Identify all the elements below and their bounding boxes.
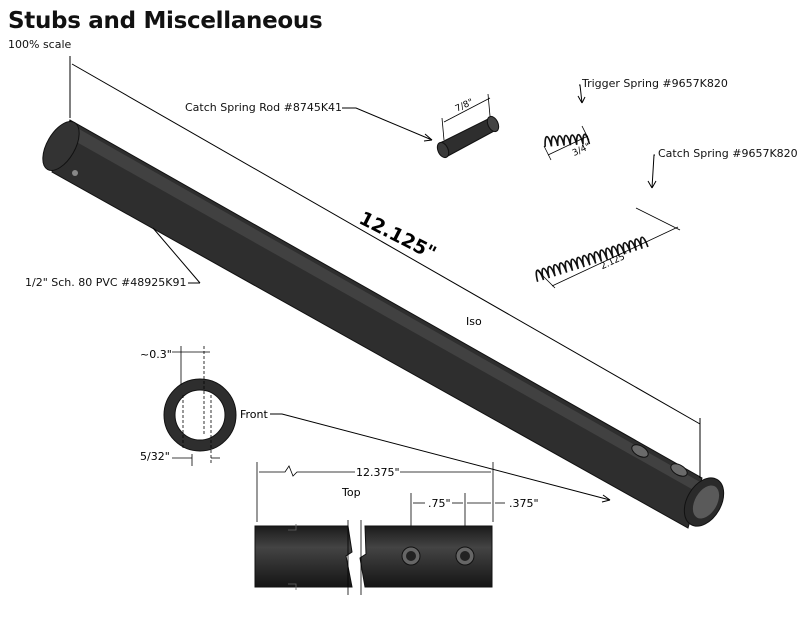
wall-thickness-label: ~0.3"	[140, 348, 172, 361]
pvc-label: 1/2" Sch. 80 PVC #48925K91	[25, 276, 187, 289]
pvc-leader	[152, 227, 201, 284]
hole-size-label: 5/32"	[140, 450, 170, 463]
catch-spring-label: Catch Spring #9657K820	[658, 147, 798, 160]
trigger-spring-length-label: 3/4"	[571, 142, 592, 159]
top-length-dimension	[256, 462, 494, 522]
trigger-spring-leader	[577, 84, 586, 104]
top-length-label: 12.375"	[356, 466, 400, 479]
catch-spring-dimension	[536, 207, 681, 289]
hole-spacing-label: .75"	[428, 497, 451, 510]
top-label: Top	[341, 486, 361, 499]
page-title: Stubs and Miscellaneous	[8, 8, 323, 34]
catch-spring-rod-label: Catch Spring Rod #8745K41	[185, 101, 343, 114]
front-view	[163, 346, 237, 466]
pipe-length-dimension	[69, 56, 701, 478]
trigger-spring-dimension	[543, 125, 590, 161]
front-leader	[270, 413, 611, 503]
iso-label: Iso	[466, 315, 482, 328]
trigger-spring	[544, 133, 591, 147]
iso-pipe	[42, 119, 725, 529]
hole-offset-label: .375"	[509, 497, 539, 510]
trigger-spring-label: Trigger Spring #9657K820	[582, 77, 728, 90]
catch-spring-leader	[647, 154, 657, 189]
front-label: Front	[240, 408, 269, 421]
scale-note: 100% scale	[8, 38, 72, 51]
rod-length-label: 7/8"	[454, 98, 475, 115]
rod-dimension	[441, 93, 491, 141]
rod-leader	[342, 107, 433, 142]
catch-spring	[535, 236, 649, 282]
top-view	[254, 520, 493, 595]
pipe-length-label: 12.125"	[356, 207, 440, 264]
catch-spring-rod	[436, 115, 500, 159]
